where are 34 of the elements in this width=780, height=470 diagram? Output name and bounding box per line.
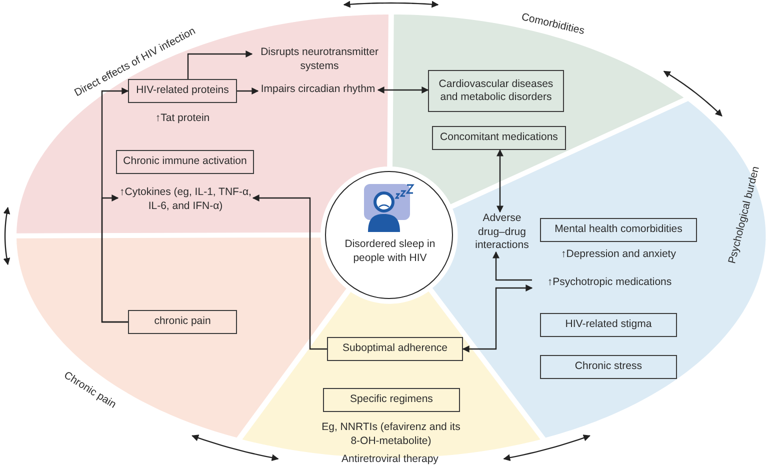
curved-double-arrow [192, 434, 279, 462]
curved-double-arrow [503, 434, 590, 462]
factor-box: Concomitant medications [432, 126, 566, 150]
arrow [377, 86, 429, 94]
factor-box: Mental health comorbidities [540, 218, 697, 242]
curved-double-arrow [663, 70, 722, 116]
sector-wedge [14, 12, 391, 236]
factor-text: Disrupts neurotransmitter systems [252, 46, 387, 76]
curved-double-arrow [3, 206, 10, 266]
arrow [187, 50, 253, 79]
center-caption: Disordered sleep in people with HIV [344, 238, 436, 266]
factor-text: ↑Psychotropic medications [532, 276, 687, 292]
factor-text: ↑Cytokines (eg, IL-1, TNF-α, IL-6, and IFN-α) [118, 186, 253, 216]
note-text: Eg, NNRTIs (efavirenz and its 8-OH-metabolite) [320, 420, 462, 448]
factor-box: chronic pain [128, 310, 237, 334]
factor-box: HIV-related stigma [540, 312, 677, 337]
arrow [492, 251, 532, 281]
factor-box: Specific regimens [322, 388, 460, 412]
arrow [462, 284, 533, 352]
factor-text: Impairs circadian rhythm [258, 83, 378, 98]
sector-heading: Antiretroviral therapy [342, 452, 438, 465]
arrow [101, 194, 128, 323]
factor-text: Adverse drug–drug interactions [470, 212, 534, 252]
note-text: ↑Depression and anxiety [560, 248, 677, 262]
curved-double-arrow [343, 0, 439, 8]
factor-box: Cardiovascular diseases and metabolic disorders [428, 70, 564, 112]
arrow [237, 88, 259, 94]
factor-box: Chronic stress [540, 354, 677, 379]
factor-box: Suboptimal adherence [326, 336, 463, 361]
arrow [496, 149, 504, 213]
note-text: ↑Tat protein [154, 112, 211, 126]
arrow [252, 194, 327, 350]
factor-box: HIV-related proteins [128, 79, 237, 103]
factor-box: Chronic immune activation [116, 150, 254, 174]
